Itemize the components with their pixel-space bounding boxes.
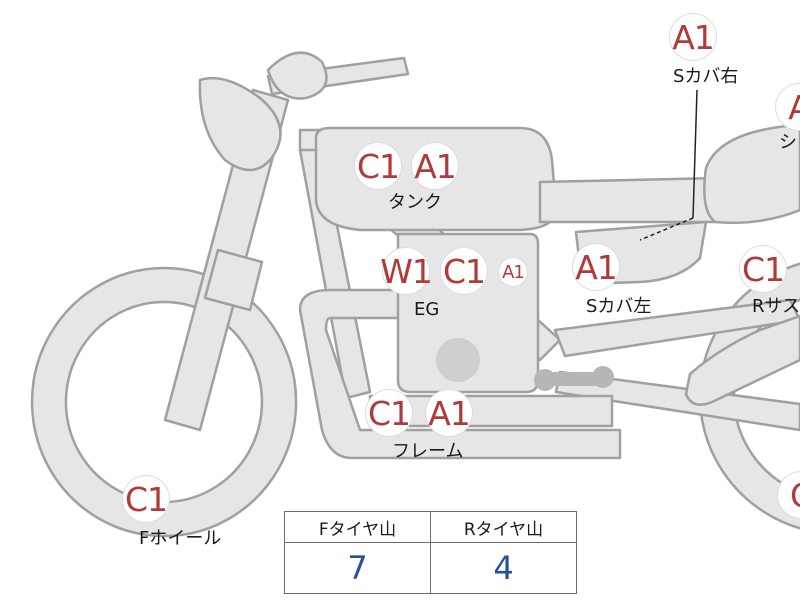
rear-tire-tread-header: Rタイヤ山: [430, 511, 577, 543]
engine-label: EG: [414, 299, 440, 320]
front-wheel-label: Fホイール: [139, 528, 222, 549]
rear-suspension-grade-c1: C1: [740, 246, 786, 292]
engine-grade-w1: W1: [380, 248, 433, 294]
frame-grade-a1: A1: [426, 390, 472, 436]
fork-cover-shape: [203, 248, 264, 312]
side-cover-left-grade-a1: A1: [573, 244, 619, 290]
rear-tire-tread-value: 4: [430, 542, 577, 594]
tread-table-header-row: Fタイヤ山 Rタイヤ山: [284, 511, 577, 543]
meter-shape: [266, 51, 328, 100]
engine-grade-c1: C1: [441, 248, 487, 294]
tire-tread-table: Fタイヤ山 Rタイヤ山 7 4: [284, 511, 577, 594]
tank-label: タンク: [388, 192, 442, 213]
rear-suspension-label: Rサス: [752, 296, 800, 317]
seat-label: シ: [779, 132, 797, 153]
front-tire-tread-header: Fタイヤ山: [284, 511, 431, 543]
side-cover-right-grade-a1: A1: [670, 14, 716, 60]
frame-label: フレーム: [392, 441, 464, 462]
rear-wheel-grade-c: C: [778, 472, 800, 518]
tank-grade-c1: C1: [355, 143, 401, 189]
front-tire-tread-value: 7: [284, 542, 431, 594]
sprocket-shape: [436, 338, 480, 382]
headlight-shape: [198, 76, 282, 172]
frame-lower-loop-shape: [298, 288, 622, 460]
rear-suspension-shape: [684, 314, 800, 406]
seat-cushion-shape: [703, 123, 800, 225]
front-wheel-grade-c1: C1: [123, 476, 169, 522]
engine-grade-a1: A1: [499, 258, 527, 286]
side-cover-left-label: Sカバ左: [586, 296, 652, 317]
tank-grade-a1: A1: [412, 143, 458, 189]
footrest-shape: [534, 366, 614, 391]
side-cover-right-label: Sカバ右: [673, 66, 739, 87]
leader-line: [639, 89, 698, 241]
frame-rear-rail-shape: [553, 298, 800, 358]
frame-grade-c1: C1: [366, 390, 412, 436]
tread-table-value-row: 7 4: [284, 542, 577, 594]
